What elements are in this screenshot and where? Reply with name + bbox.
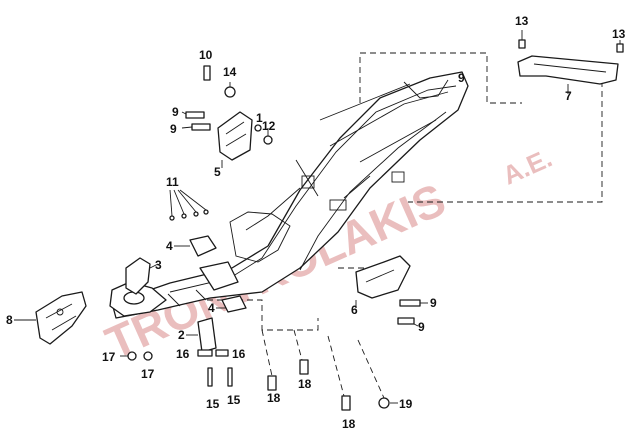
callout-5: 5: [214, 165, 221, 179]
callout-9: 9: [418, 320, 425, 334]
callout-18: 18: [298, 377, 312, 391]
callout-labels: 10 14 9 9 1 12 5 11 13 13 9 7 3 4 4 8 2 …: [6, 14, 626, 431]
part-4-plates: [174, 235, 247, 313]
callout-12: 12: [262, 119, 276, 133]
part-11-pins: [169, 189, 209, 221]
callout-7: 7: [565, 89, 572, 103]
callout-17: 17: [102, 350, 116, 364]
callout-14: 14: [223, 65, 237, 79]
part-5-engine-hanger: [181, 65, 273, 168]
callout-9: 9: [430, 296, 437, 310]
callout-16: 16: [176, 347, 190, 361]
watermark-suffix: A.E.: [498, 143, 556, 191]
callout-13: 13: [612, 27, 626, 41]
callout-16: 16: [232, 347, 246, 361]
steering-head: [109, 261, 239, 317]
callout-3: 3: [155, 258, 162, 272]
callout-17: 17: [141, 367, 155, 381]
callout-18: 18: [267, 391, 281, 405]
callout-2: 2: [178, 328, 185, 342]
part-8-front-bracket: [14, 291, 87, 345]
part-3-bracket: [125, 257, 159, 295]
small-fasteners: [120, 349, 233, 387]
part-2-bracket: [186, 317, 217, 353]
callout-9: 9: [172, 105, 179, 119]
callout-9: 9: [458, 71, 465, 85]
callout-4: 4: [208, 301, 215, 315]
callout-8: 8: [6, 313, 13, 327]
part-6-footrest-bracket: [355, 255, 428, 327]
callout-13: 13: [515, 14, 529, 28]
part-7-rear-bracket: [517, 30, 624, 94]
callout-15: 15: [227, 393, 241, 407]
main-frame: [111, 71, 469, 319]
callout-9: 9: [170, 122, 177, 136]
callout-15: 15: [206, 397, 220, 411]
callout-18: 18: [342, 417, 356, 431]
callout-10: 10: [199, 48, 213, 62]
callout-6: 6: [351, 303, 358, 317]
callout-19: 19: [399, 397, 413, 411]
callout-4: 4: [166, 239, 173, 253]
callout-1: 1: [256, 111, 263, 125]
dashed-guide-top: [359, 52, 522, 104]
callout-11: 11: [166, 175, 179, 189]
long-bolts: [261, 329, 398, 411]
